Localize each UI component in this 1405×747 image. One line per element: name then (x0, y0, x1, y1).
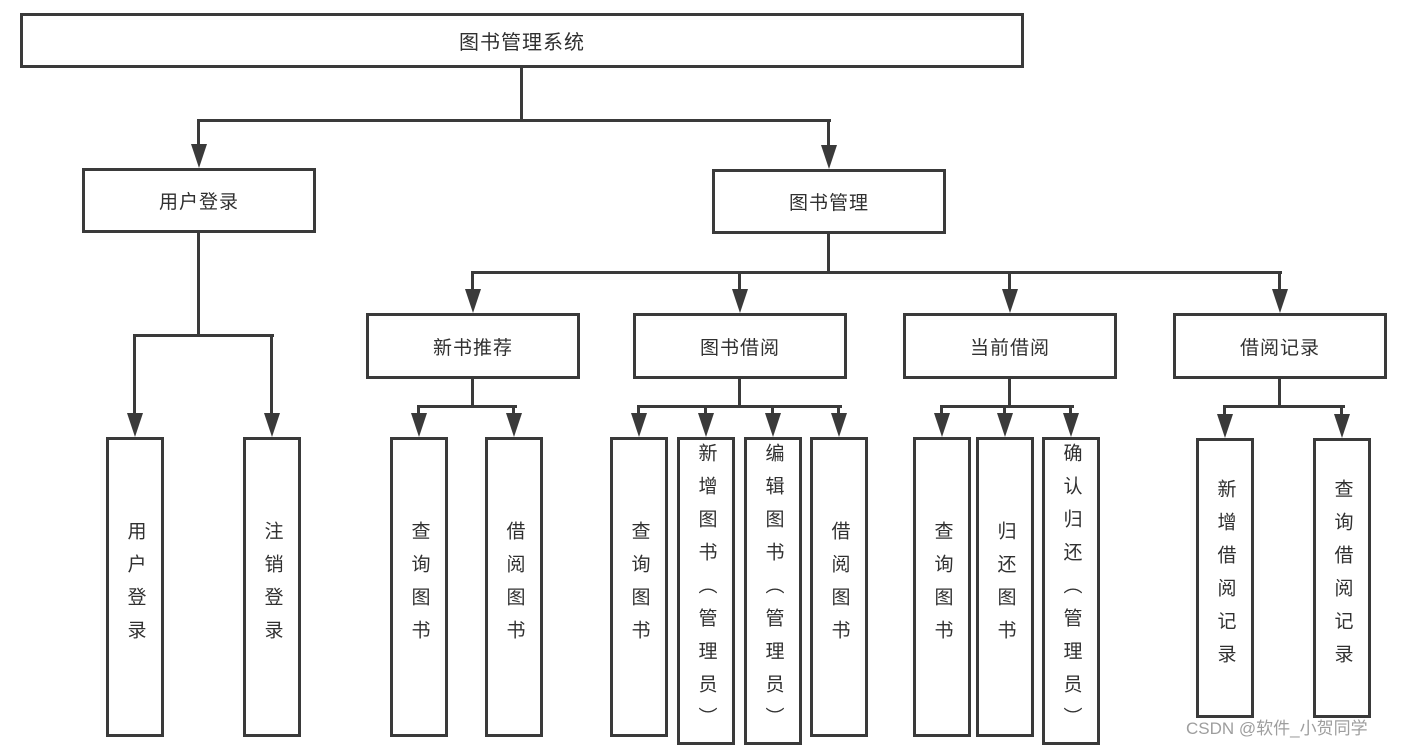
node-label: 图书管理 (788, 193, 869, 214)
connector-line (1340, 405, 1343, 418)
node-label: 图书管理系统 (459, 32, 585, 54)
connector-line (1278, 378, 1281, 407)
node-label: 借阅记录 (1239, 337, 1320, 359)
leaf-label: 借阅图书 (828, 521, 850, 653)
leaf-add-borrow-record: 新增借阅记录 (1196, 438, 1254, 718)
connector-line (417, 405, 420, 417)
arrowhead-down-icon (411, 413, 427, 437)
connector-line (1003, 405, 1006, 417)
arrowhead-down-icon (821, 145, 837, 169)
connector-line (637, 405, 842, 408)
leaf-query-books-borrowing: 查询图书 (610, 437, 668, 737)
leaf-return-books: 归还图书 (976, 437, 1034, 737)
connector-line (133, 334, 274, 337)
leaf-borrow-books: 借阅图书 (810, 437, 868, 737)
leaf-label: 借阅图书 (503, 521, 525, 653)
connector-line (1008, 271, 1011, 291)
node-book-borrowing: 图书借阅 (633, 313, 847, 379)
leaf-label: 新增借阅记录 (1214, 479, 1236, 677)
connector-line (1278, 271, 1281, 291)
node-user-login: 用户登录 (82, 168, 316, 233)
connector-line (738, 378, 741, 407)
connector-line (827, 119, 830, 147)
leaf-query-books-recommend: 查询图书 (390, 437, 448, 737)
connector-line (1069, 405, 1072, 417)
csdn-watermark: CSDN @软件_小贺同学 (1186, 719, 1368, 738)
arrowhead-down-icon (631, 413, 647, 437)
leaf-borrow-books-recommend: 借阅图书 (485, 437, 543, 737)
connector-line (197, 119, 200, 147)
arrowhead-down-icon (934, 413, 950, 437)
leaf-logout: 注销登录 (243, 437, 301, 737)
connector-line (417, 405, 517, 408)
arrowhead-down-icon (831, 413, 847, 437)
arrowhead-down-icon (1272, 289, 1288, 313)
leaf-confirm-return-admin: 确认归还（管理员） (1042, 437, 1100, 745)
arrowhead-down-icon (1217, 414, 1233, 438)
arrowhead-down-icon (127, 413, 143, 437)
leaf-query-books-current: 查询图书 (913, 437, 971, 737)
arrowhead-down-icon (1334, 414, 1350, 438)
leaf-label: 查询图书 (931, 521, 953, 653)
node-label: 新书推荐 (432, 337, 513, 359)
leaf-label: 注销登录 (261, 521, 283, 653)
arrowhead-down-icon (506, 413, 522, 437)
leaf-label: 查询图书 (628, 521, 650, 653)
connector-line (197, 119, 831, 122)
leaf-query-borrow-record: 查询借阅记录 (1313, 438, 1371, 718)
arrowhead-down-icon (1002, 289, 1018, 313)
connector-line (738, 271, 741, 291)
leaf-label: 确认归还（管理员） (1060, 442, 1082, 740)
node-current-borrowing: 当前借阅 (903, 313, 1117, 379)
node-borrowing-records: 借阅记录 (1173, 313, 1387, 379)
connector-line (512, 405, 515, 417)
arrowhead-down-icon (191, 144, 207, 168)
connector-line (1008, 378, 1011, 407)
connector-line (471, 271, 474, 291)
arrowhead-down-icon (765, 413, 781, 437)
leaf-label: 用户登录 (124, 521, 146, 653)
leaf-label: 归还图书 (994, 521, 1016, 653)
leaf-user-login: 用户登录 (106, 437, 164, 737)
connector-line (1223, 405, 1226, 418)
connector-line (520, 68, 523, 121)
leaf-label: 查询借阅记录 (1331, 479, 1353, 677)
connector-line (471, 271, 1282, 274)
arrowhead-down-icon (1063, 413, 1079, 437)
arrowhead-down-icon (732, 289, 748, 313)
node-label: 用户登录 (158, 192, 239, 213)
arrowhead-down-icon (264, 413, 280, 437)
connector-line (471, 378, 474, 407)
connector-line (704, 405, 707, 417)
connector-line (940, 405, 1074, 408)
connector-line (197, 233, 200, 336)
node-book-management: 图书管理 (712, 169, 946, 234)
connector-line (1223, 405, 1345, 408)
node-library-management-system: 图书管理系统 (20, 13, 1024, 68)
leaf-label: 编辑图书（管理员） (762, 442, 784, 740)
node-new-book-recommend: 新书推荐 (366, 313, 580, 379)
connector-line (133, 334, 136, 416)
connector-line (771, 405, 774, 417)
leaf-add-book-admin: 新增图书（管理员） (677, 437, 735, 745)
arrowhead-down-icon (465, 289, 481, 313)
leaf-edit-book-admin: 编辑图书（管理员） (744, 437, 802, 745)
node-label: 当前借阅 (969, 337, 1050, 359)
connector-line (940, 405, 943, 417)
leaf-label: 新增图书（管理员） (695, 442, 717, 740)
connector-line (837, 405, 840, 417)
arrowhead-down-icon (997, 413, 1013, 437)
node-label: 图书借阅 (699, 337, 780, 359)
connector-line (637, 405, 640, 417)
arrowhead-down-icon (698, 413, 714, 437)
connector-line (270, 334, 273, 416)
leaf-label: 查询图书 (408, 521, 430, 653)
connector-line (827, 234, 830, 273)
